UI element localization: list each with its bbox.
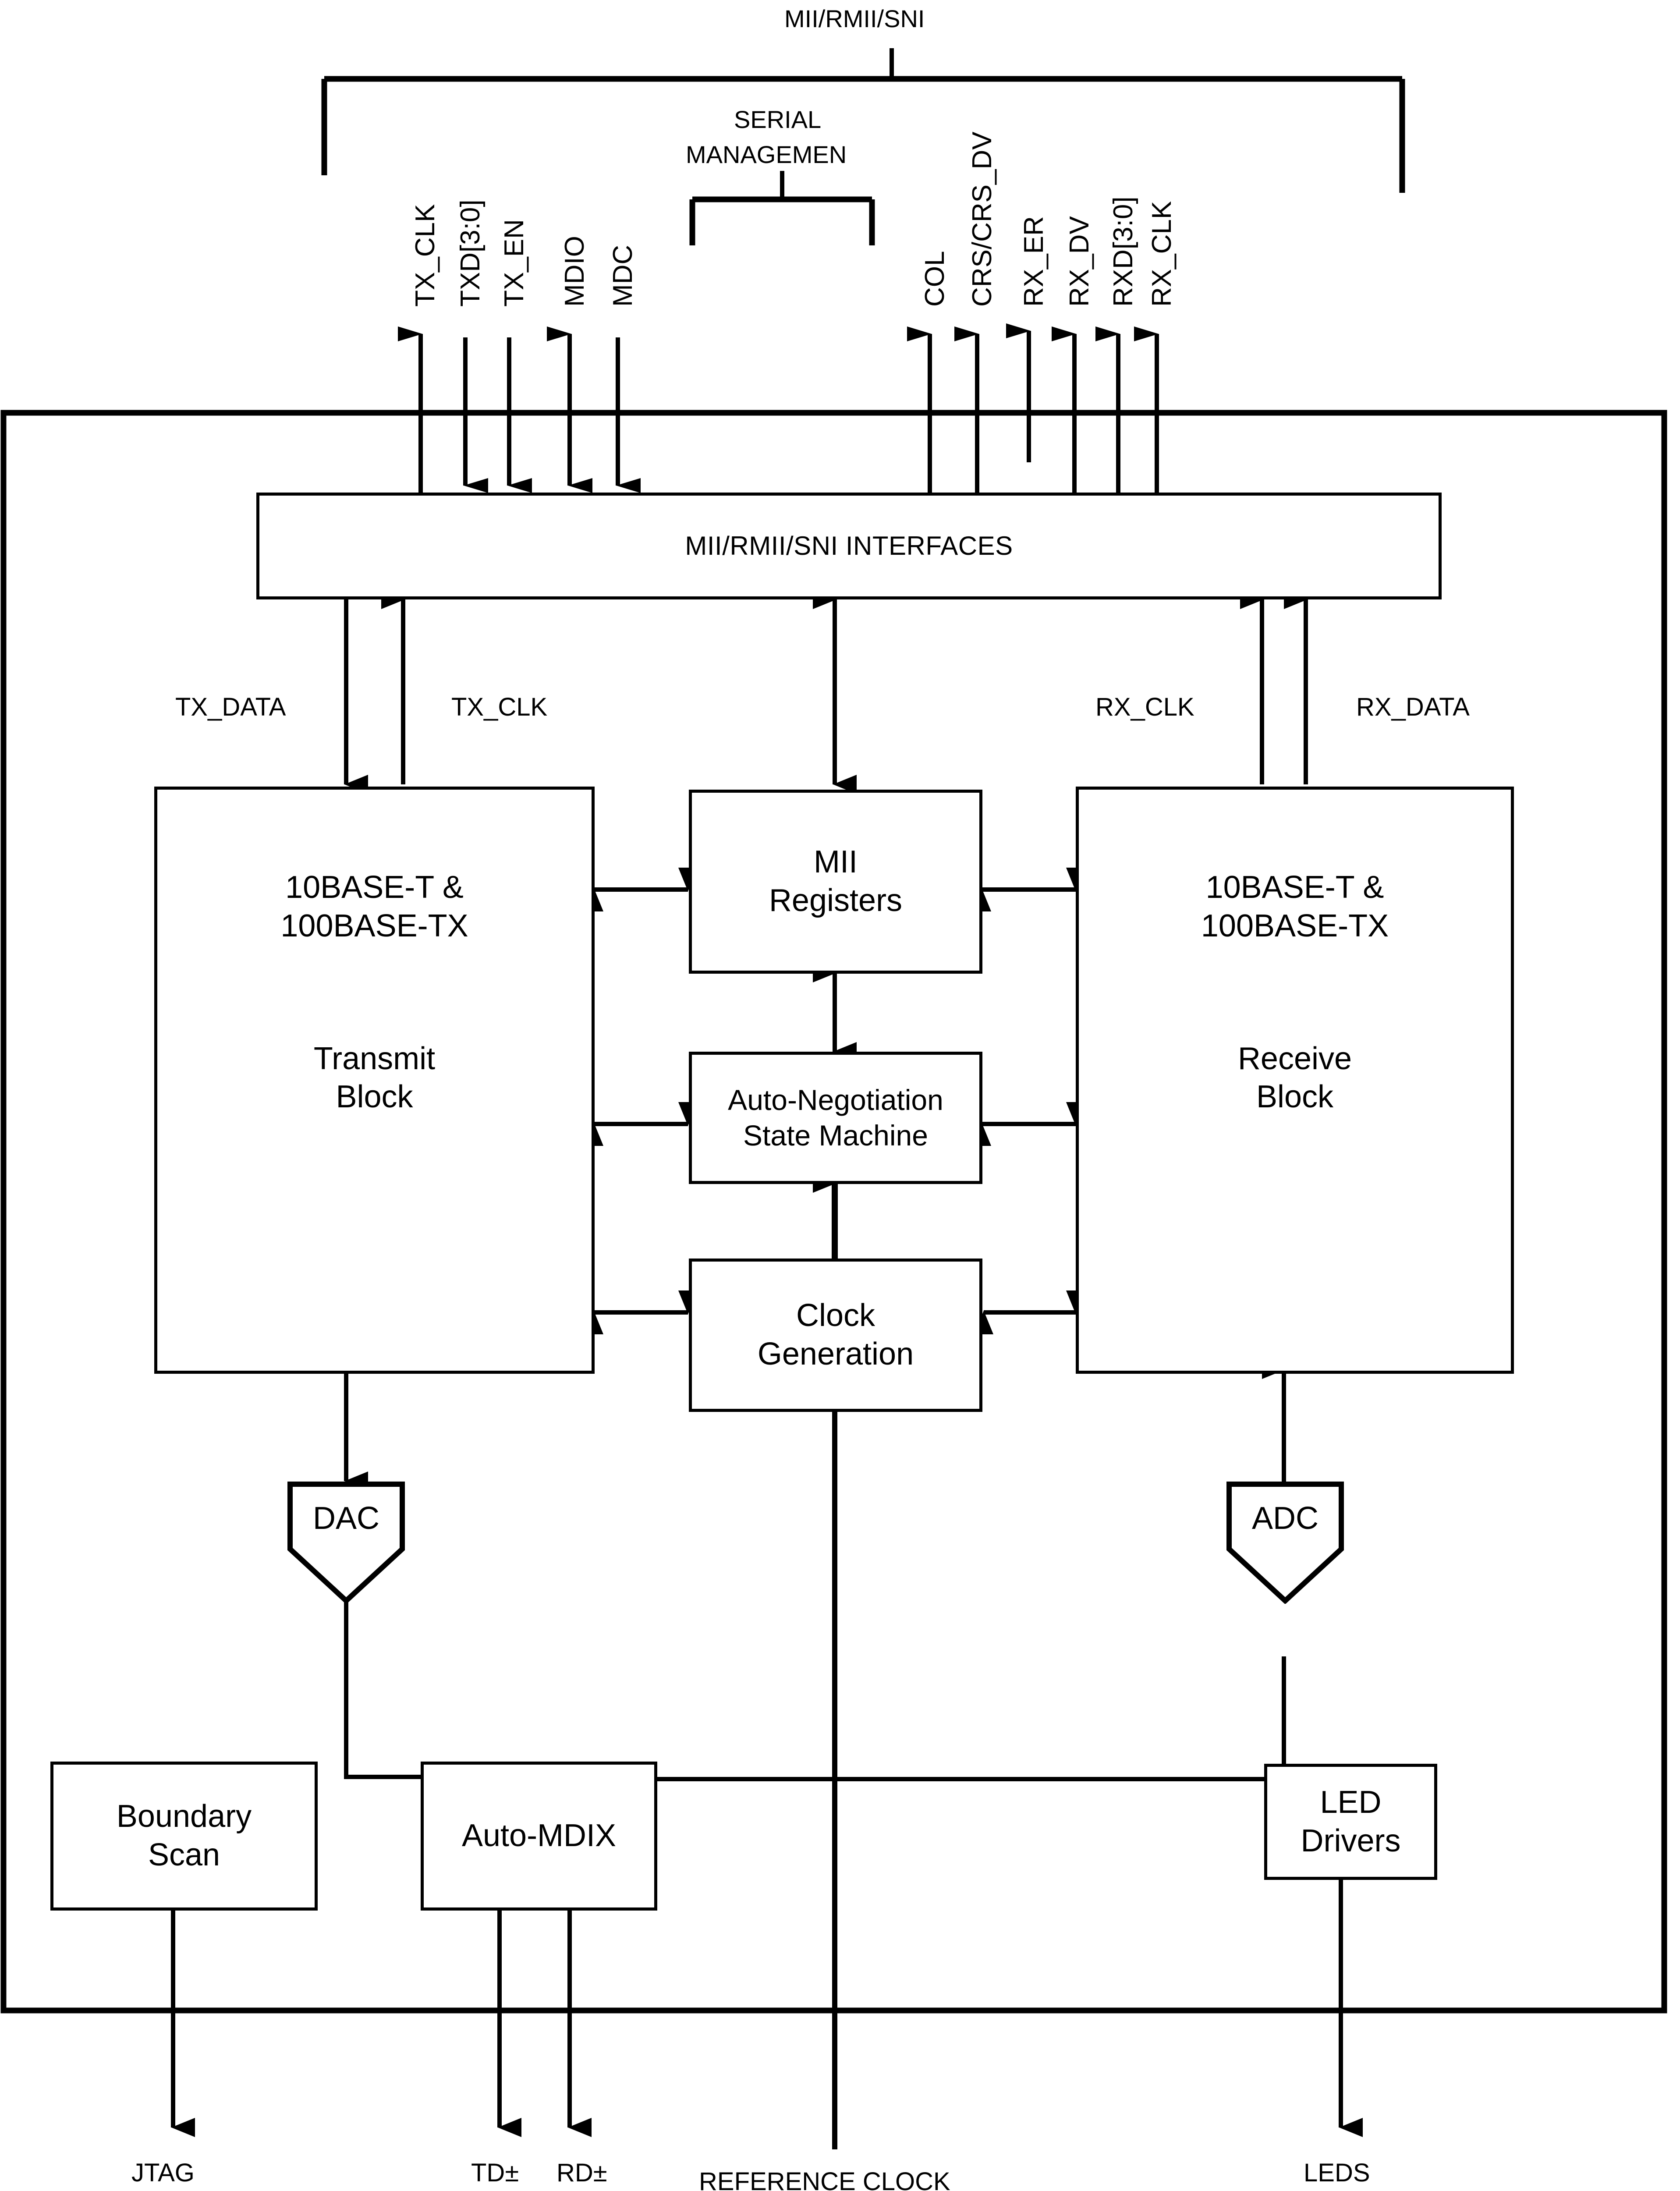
- boundary-scan-line2: Scan: [148, 1837, 220, 1872]
- serial-management-label-line1: SERIAL: [734, 106, 822, 133]
- block-mii-rmii-sni-interfaces[interactable]: MII/RMII/SNI INTERFACES: [256, 493, 1442, 599]
- signal-label-rx-clk: RX_CLK: [1095, 693, 1194, 721]
- serial-management-label-line2: MANAGEMEN: [686, 141, 847, 168]
- dac-label: DAC: [312, 1501, 379, 1536]
- receive-line2: 100BASE-TX: [1201, 908, 1389, 943]
- led-drivers-line1: LED: [1320, 1784, 1382, 1820]
- receive-line4: Block: [1256, 1079, 1334, 1115]
- block-auto-negotiation-state-machine[interactable]: Auto-Negotiation State Machine: [689, 1052, 982, 1184]
- pin-label-txd: TXD[3:0]: [455, 199, 486, 307]
- block-clock-generation[interactable]: Clock Generation: [689, 1259, 982, 1412]
- signal-label-tx-clk: TX_CLK: [451, 693, 548, 721]
- mii-registers-line1: MII: [814, 844, 858, 880]
- pin-label-mdc: MDC: [608, 245, 638, 307]
- pin-label-col: COL: [920, 251, 950, 307]
- block-adc[interactable]: ADC: [1226, 1481, 1344, 1605]
- pin-label-rx-er: RX_ER: [1019, 216, 1049, 307]
- pin-label-mdio: MDIO: [560, 236, 590, 307]
- transmit-line1: 10BASE-T &: [285, 870, 464, 905]
- block-transmit[interactable]: 10BASE-T & 100BASE-TX Transmit Block: [154, 787, 595, 1374]
- pin-label-tx-en: TX_EN: [499, 219, 529, 307]
- auto-mdix-label: Auto-MDIX: [461, 1818, 617, 1854]
- pin-label-crs-crs-dv: CRS/CRS_DV: [967, 131, 997, 307]
- signal-label-tx-data: TX_DATA: [175, 693, 286, 721]
- receive-line1: 10BASE-T &: [1205, 870, 1384, 905]
- block-auto-mdix[interactable]: Auto-MDIX: [421, 1762, 657, 1911]
- autoneg-line1: Auto-Negotiation: [728, 1084, 943, 1117]
- signal-label-rx-data: RX_DATA: [1356, 693, 1470, 721]
- bottom-pin-label-jtag: JTAG: [131, 2159, 195, 2187]
- led-drivers-line2: Drivers: [1301, 1823, 1401, 1858]
- mii-registers-line2: Registers: [769, 883, 903, 918]
- pin-label-rxd: RXD[3:0]: [1108, 196, 1138, 307]
- bottom-pin-label-rd: RD±: [556, 2159, 607, 2187]
- diagram-title: MII/RMII/SNI: [784, 5, 925, 32]
- dac-shape: [287, 1482, 405, 1605]
- adc-label: ADC: [1251, 1501, 1318, 1536]
- block-dac[interactable]: DAC: [287, 1481, 405, 1605]
- interfaces-label: MII/RMII/SNI INTERFACES: [685, 531, 1013, 561]
- bottom-pin-label-reference-clock: REFERENCE CLOCK: [699, 2167, 950, 2191]
- bottom-pin-label-td: TD±: [471, 2159, 519, 2187]
- transmit-line4: Block: [336, 1079, 413, 1115]
- pin-label-tx-clk: TX_CLK: [410, 204, 440, 307]
- pin-label-rx-clk: RX_CLK: [1147, 201, 1177, 307]
- autoneg-line2: State Machine: [743, 1119, 928, 1152]
- block-mii-registers[interactable]: MII Registers: [689, 790, 982, 974]
- adc-shape: [1226, 1482, 1344, 1605]
- clockgen-line1: Clock: [796, 1298, 875, 1333]
- bottom-pin-label-leds: LEDS: [1304, 2159, 1370, 2187]
- boundary-scan-line1: Boundary: [116, 1799, 252, 1834]
- transmit-line3: Transmit: [313, 1041, 436, 1076]
- clockgen-line2: Generation: [757, 1337, 914, 1372]
- transmit-line2: 100BASE-TX: [280, 908, 468, 943]
- block-boundary-scan[interactable]: Boundary Scan: [50, 1762, 318, 1911]
- receive-line3: Receive: [1237, 1041, 1352, 1076]
- block-led-drivers[interactable]: LED Drivers: [1264, 1764, 1437, 1880]
- pin-label-rx-dv: RX_DV: [1064, 216, 1095, 307]
- block-receive[interactable]: 10BASE-T & 100BASE-TX Receive Block: [1076, 787, 1514, 1374]
